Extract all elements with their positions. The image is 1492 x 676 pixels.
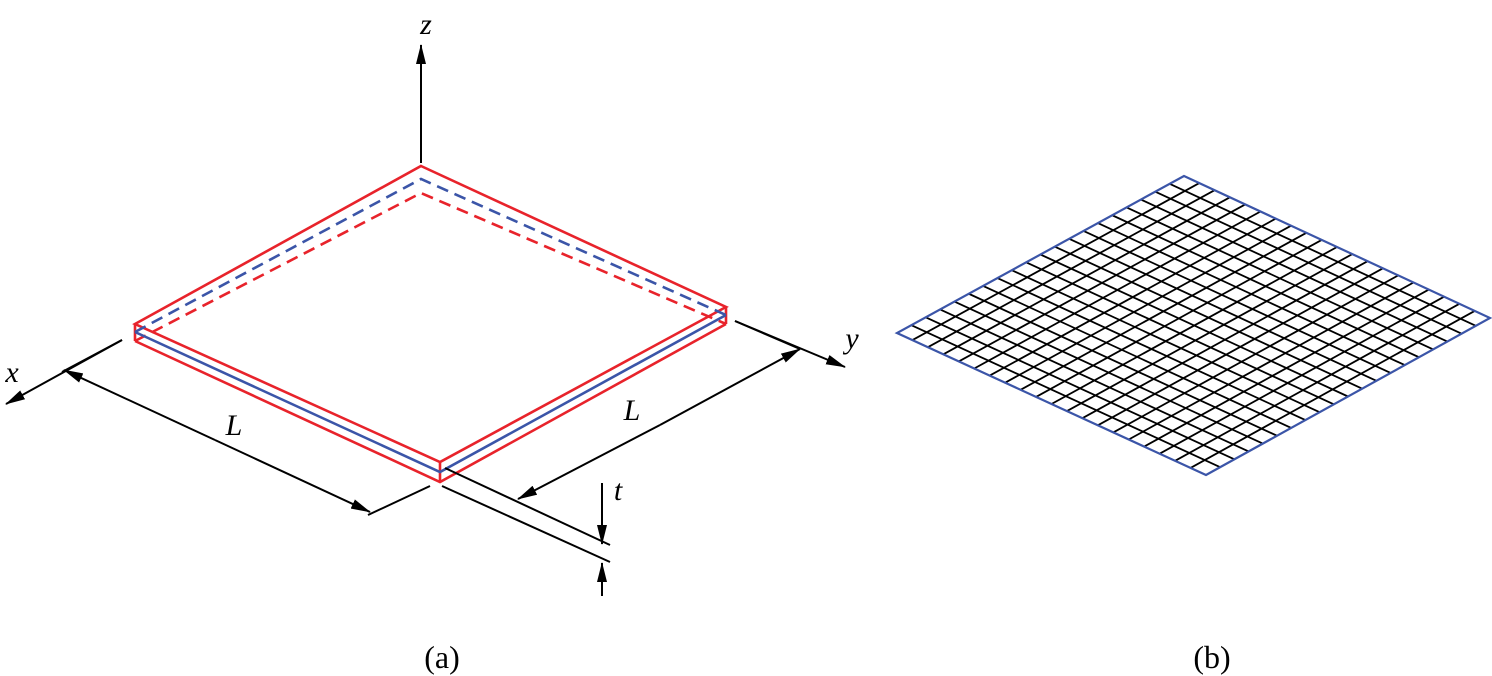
dim-y-label: L [623, 394, 641, 427]
dim-y-line-a [659, 348, 801, 426]
panel-b-caption: (b) [1193, 639, 1230, 675]
z-axis-label: z [419, 8, 432, 41]
dim-y-extension [734, 320, 801, 350]
mesh-line [910, 324, 1221, 468]
mesh-line [939, 308, 1249, 453]
mesh-grid [910, 182, 1477, 469]
dim-x-extension-right [367, 485, 431, 516]
mid-surface-edge-front [134, 313, 727, 474]
dim-x-line-b [214, 439, 371, 513]
mesh-line [1097, 267, 1384, 427]
x-axis-label: x [4, 356, 19, 389]
mesh-line [982, 285, 1292, 429]
mesh-line [1128, 281, 1414, 441]
y-axis-label: y [842, 322, 859, 355]
dim-t-extension-top [444, 467, 611, 546]
mesh-line [1112, 274, 1399, 434]
panel-b: (b) [894, 174, 1492, 675]
mesh-line [1011, 269, 1320, 414]
mesh-line [1143, 288, 1430, 448]
dim-x-line-a [63, 369, 216, 441]
panel-a: z x y L L [4, 8, 859, 675]
mid-surface-edge-hidden [134, 177, 727, 334]
mesh-line [1051, 246, 1338, 405]
mesh-border [894, 174, 1492, 477]
dim-y-line-b [517, 424, 661, 500]
mesh-line [925, 316, 1235, 461]
mesh-line [968, 292, 1278, 437]
mesh-line [1190, 310, 1476, 469]
mesh-line [1159, 295, 1445, 455]
dim-t-extension-bottom [441, 485, 611, 563]
mesh-line [1174, 303, 1460, 462]
mesh-line [954, 300, 1264, 445]
mesh-line [1066, 253, 1353, 412]
mesh-line [1081, 260, 1369, 419]
dim-x-extension-left [61, 339, 123, 373]
mesh-line [1025, 261, 1335, 406]
dim-t-label: t [614, 474, 623, 507]
dim-x-label: L [225, 409, 243, 442]
plate-bottom-edge-hidden [134, 191, 727, 343]
panel-a-caption: (a) [424, 639, 460, 675]
mesh-line [997, 277, 1306, 421]
